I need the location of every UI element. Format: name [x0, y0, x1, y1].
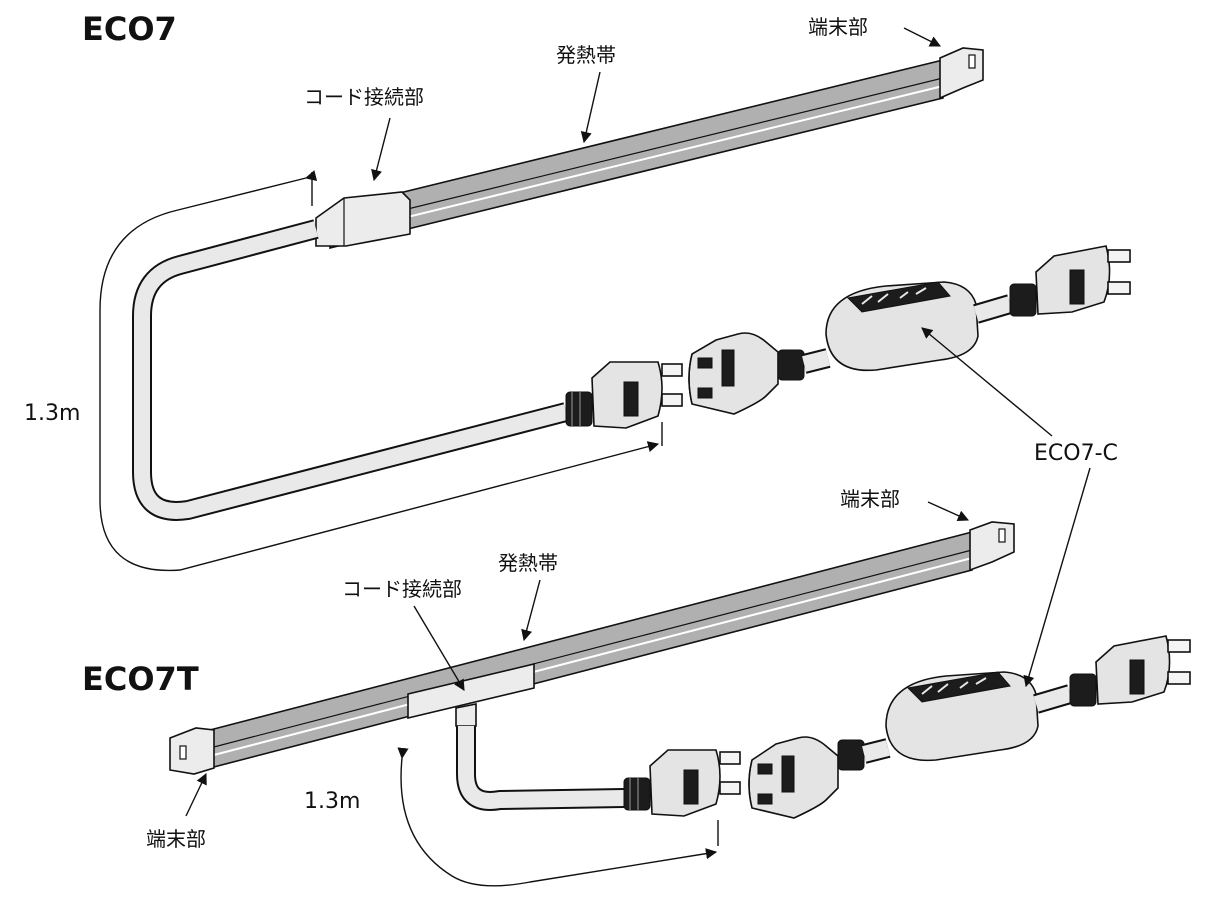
eco7t-length-dimension: [397, 747, 719, 887]
eco7-terminal-end: [939, 47, 984, 100]
eco7t-controller-body: [885, 671, 1039, 762]
eco7t-power-plug: [1069, 635, 1191, 707]
eco7t-terminal-right-leader: [927, 501, 970, 521]
eco7-terminal-leader: [903, 27, 942, 47]
eco7t-t-connector: [407, 662, 535, 727]
eco7-controller-cord-left: [801, 348, 831, 374]
eco7-female-socket: [688, 332, 805, 415]
eco7-assembly: [99, 27, 1131, 572]
eco7t-cord-connection-label: コード接続部: [342, 577, 462, 601]
eco7t-heating-band-leader: [521, 579, 541, 642]
eco7t-length-label: 1.3m: [304, 789, 360, 814]
eco7t-controller-cord-left: [861, 738, 891, 764]
eco7-length-label: 1.3m: [24, 401, 80, 426]
eco7-cord-connection-leader: [371, 117, 391, 182]
eco7-controller-leader: [921, 327, 1053, 437]
eco7t-heating-band: [209, 530, 973, 770]
eco7-controller-cord-right: [973, 294, 1013, 324]
eco7-cord: [132, 219, 569, 521]
eco7t-controller-leader: [1023, 467, 1091, 688]
eco7-cord-connection-label: コード接続部: [304, 85, 424, 109]
eco7-heating-band-label: 発熱帯: [556, 43, 616, 67]
eco7t-terminal-end-right: [969, 521, 1015, 572]
eco7-heating-band-leader: [580, 71, 601, 144]
eco7t-cord-connection-leader: [413, 605, 465, 691]
eco7-power-plug: [1009, 245, 1131, 317]
controller-label: ECO7-C: [1034, 441, 1118, 466]
eco7t-terminal-right-label: 端末部: [840, 487, 900, 511]
eco7t-cord: [456, 726, 625, 811]
eco7-cord-plug: [565, 361, 683, 429]
eco7t-terminal-left-leader: [185, 772, 207, 817]
eco7-cord-connector: [315, 191, 411, 247]
eco7t-cord-plug: [623, 749, 741, 817]
eco7-title: ECO7: [82, 10, 177, 48]
eco7t-female-socket: [748, 736, 865, 819]
eco7-controller-body: [825, 281, 979, 372]
eco7t-assembly: [169, 467, 1191, 887]
eco7t-terminal-end-left: [169, 727, 215, 775]
eco7-length-dimension: [99, 170, 663, 572]
eco7t-heating-band-label: 発熱帯: [498, 551, 558, 575]
eco7-terminal-label: 端末部: [808, 15, 868, 39]
eco7t-controller-cord-right: [1033, 684, 1073, 714]
eco7t-title: ECO7T: [82, 660, 199, 698]
eco7t-terminal-left-label: 端末部: [146, 827, 206, 851]
